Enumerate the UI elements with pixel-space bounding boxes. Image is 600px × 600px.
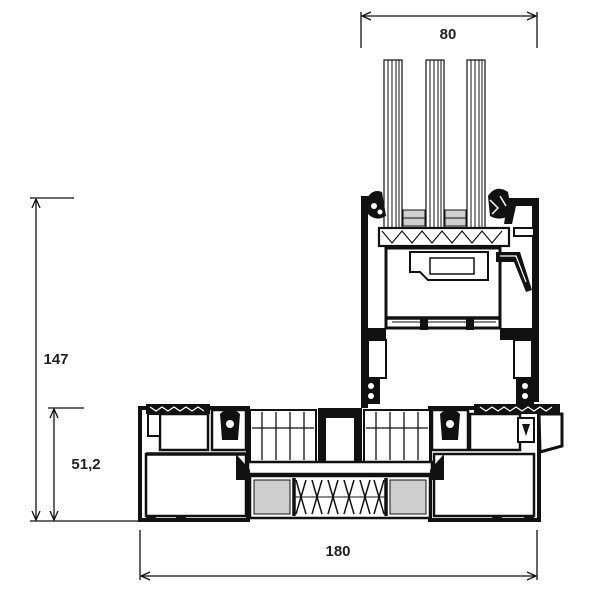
triple-glazing: [366, 59, 512, 248]
dimension-total-height: 147: [30, 197, 140, 522]
dimension-total-width: 180: [139, 530, 538, 580]
dimension-base-height: 51,2: [48, 407, 101, 520]
frame-profile: [138, 404, 564, 522]
dimension-label-total-width: 180: [325, 543, 350, 560]
dimension-label-total-height: 147: [43, 351, 68, 368]
thermal-break: [236, 408, 444, 520]
dimension-glass-width: 80: [360, 12, 538, 48]
dimension-label-glass-width: 80: [440, 26, 457, 43]
sash-profile: [361, 196, 539, 408]
dimension-label-base-height: 51,2: [71, 456, 100, 473]
